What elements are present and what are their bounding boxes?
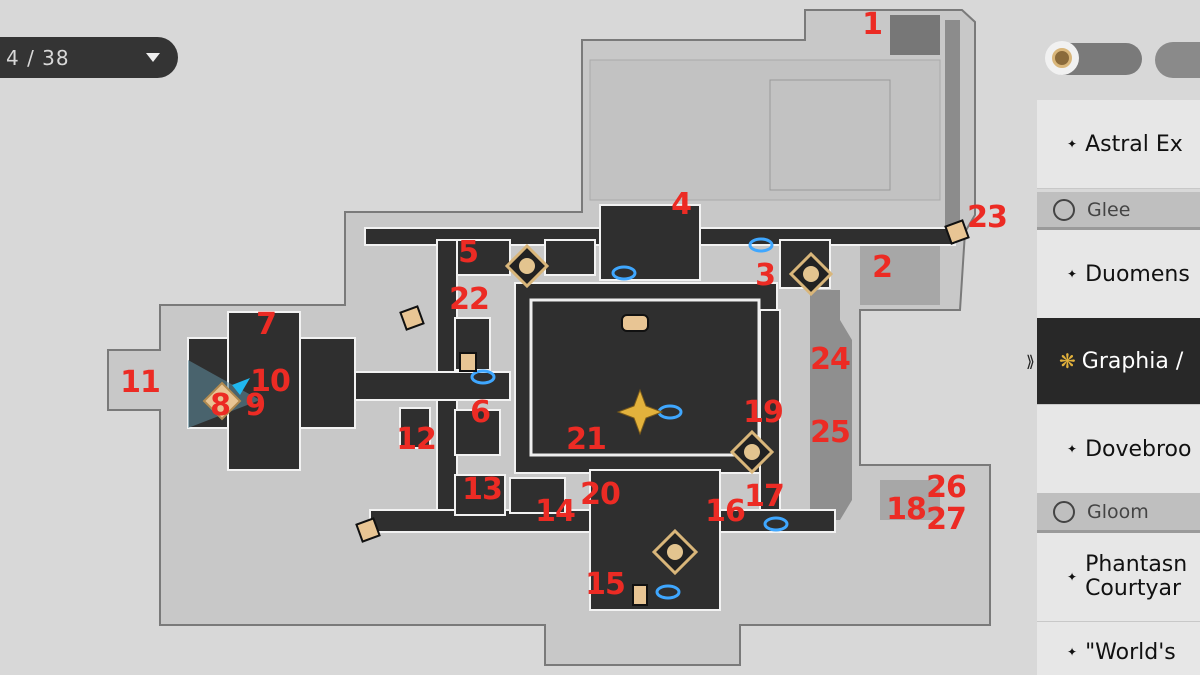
counter-text: 4 / 38 [6,45,70,70]
raccoon-diamond-icon[interactable] [729,429,775,475]
area-item-astral-express[interactable]: ✦ Astral Ex [1037,100,1200,189]
door-icon[interactable] [459,352,477,372]
tennis-court [769,79,891,191]
courtyard-area [589,59,941,201]
map-label: 16 [705,494,746,529]
teleport-anchor-icon[interactable] [611,265,637,281]
puzzle-piece-icon[interactable] [355,517,381,543]
ramp-strip [810,290,852,520]
raccoon-diamond-icon[interactable] [651,528,699,576]
map-label: 11 [120,365,161,400]
group-header-glee: Glee [1037,192,1200,230]
area-item-label: Phantasn Courtyar [1085,552,1188,601]
puzzle-piece-icon[interactable] [399,305,425,331]
top-right-button[interactable] [1155,42,1200,78]
compass-icon [1045,41,1079,75]
area-list[interactable]: ✦ Astral Ex Glee ✦ Duomens ❋Graphia / ✦ Dov… [1037,100,1200,675]
glee-face-icon [1053,198,1075,221]
map-label: 13 [462,472,503,507]
area-item-label: Duomens [1085,261,1190,287]
group-header-gloom: Gloom [1037,493,1200,533]
map-label: 2 [872,250,893,285]
map-label: 8 [210,388,231,423]
map-label: 18 [886,492,927,527]
area-item-worlds[interactable]: ✦ "World's [1037,622,1200,675]
teleport-anchor-icon[interactable] [655,584,681,600]
map-label: 14 [535,494,576,529]
area-item-label: "World's [1085,639,1176,665]
map-label: 21 [566,422,607,457]
map-label: 19 [743,395,784,430]
door-icon[interactable] [632,584,648,606]
area-item-dovebrook[interactable]: ✦ Dovebroo [1037,405,1200,494]
map-label: 25 [810,415,851,450]
area-item-phantasm-courtyard[interactable]: ✦ Phantasn Courtyar [1037,533,1200,622]
star-icon: ✦ [1067,137,1078,151]
map-label: 26 [926,470,967,505]
star-icon: ✦ [1067,267,1078,281]
map-label: 20 [580,477,621,512]
player-marker-icon [202,378,250,421]
map-label: 7 [256,307,277,342]
controller-icon[interactable] [621,314,649,332]
map-room [880,480,940,520]
map-label: 4 [671,187,692,222]
map-room [890,15,940,55]
teleport-anchor-icon[interactable] [470,369,496,385]
map-room [860,245,940,305]
area-item-label: Graphia / [1081,348,1184,374]
gloom-face-icon [1053,500,1075,523]
area-item-label: Dovebroo [1085,436,1192,462]
area-item-duomens[interactable]: ✦ Duomens [1037,230,1200,319]
selection-arrow-icon: ⟫ [1026,352,1035,371]
map-toggle[interactable] [1045,41,1142,75]
teleport-anchor-icon[interactable] [748,237,774,253]
star-icon: ✦ [1067,442,1078,456]
map-label: 24 [810,342,851,377]
path-strip [945,20,960,230]
map-label: 9 [245,388,266,423]
plaza-inner-border [529,298,761,457]
map-label: 10 [250,364,291,399]
star-icon: ✦ [1067,570,1078,584]
triangle-down-icon [146,53,160,62]
map-label: 23 [967,200,1008,235]
map-label: 15 [585,567,626,602]
group-header-label: Gloom [1087,500,1149,523]
map-label: 22 [449,282,490,317]
group-header-label: Glee [1087,198,1131,221]
map-label: 1 [862,7,883,42]
raccoon-diamond-icon[interactable] [788,251,834,297]
raccoon-diamond-icon[interactable] [504,243,550,289]
map-label: 27 [926,502,967,537]
golden-star-icon[interactable] [616,388,664,436]
area-item-label: Astral Ex [1085,131,1183,157]
teleport-anchor-icon[interactable] [763,516,789,532]
map-label: 12 [396,422,437,457]
puzzle-piece-icon[interactable] [944,219,970,245]
collectible-counter-dropdown[interactable]: 4 / 38 [0,37,178,78]
map-label: 5 [458,235,479,270]
area-item-graphia[interactable]: ❋Graphia / [1037,318,1200,405]
map-label: 3 [755,258,776,293]
map-label: 17 [744,479,785,514]
selected-area-icon: ❋ [1059,349,1076,373]
map-label: 6 [470,395,491,430]
star-icon: ✦ [1067,645,1078,659]
